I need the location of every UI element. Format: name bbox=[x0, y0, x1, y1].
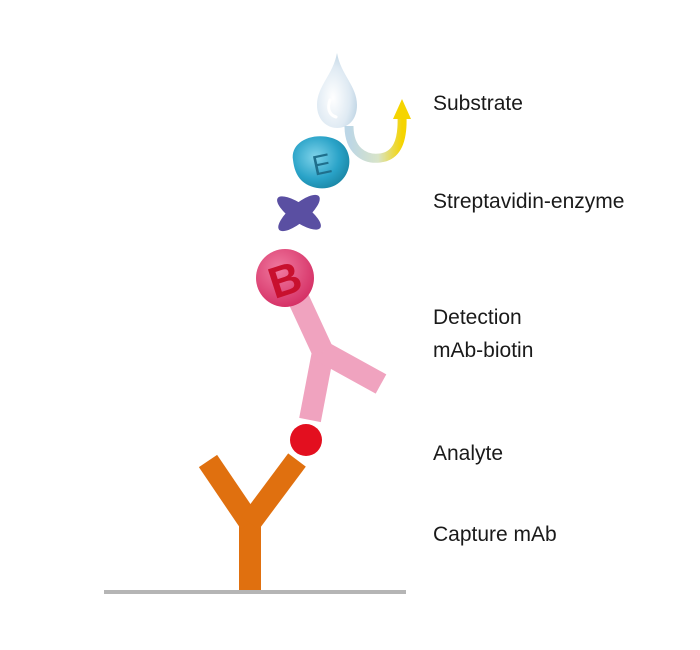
drop-highlight bbox=[327, 98, 338, 119]
arrow-head-icon bbox=[393, 99, 411, 119]
label-streptavidin-enzyme: Streptavidin-enzyme bbox=[433, 190, 625, 213]
streptavidin-cross bbox=[277, 194, 321, 232]
analyte-dot bbox=[290, 424, 322, 456]
label-mab-biotin: mAb-biotin bbox=[433, 339, 534, 362]
enzyme-blob: E bbox=[292, 136, 350, 189]
capture-antibody bbox=[198, 453, 306, 590]
label-detection: Detection bbox=[433, 306, 522, 329]
product-arrow bbox=[344, 115, 407, 163]
substrate-drop bbox=[317, 53, 357, 128]
biotin: B bbox=[256, 249, 314, 309]
label-capture-mab: Capture mAb bbox=[433, 523, 557, 546]
label-analyte: Analyte bbox=[433, 442, 504, 465]
label-substrate: Substrate bbox=[433, 92, 523, 115]
detection-antibody bbox=[282, 280, 387, 423]
